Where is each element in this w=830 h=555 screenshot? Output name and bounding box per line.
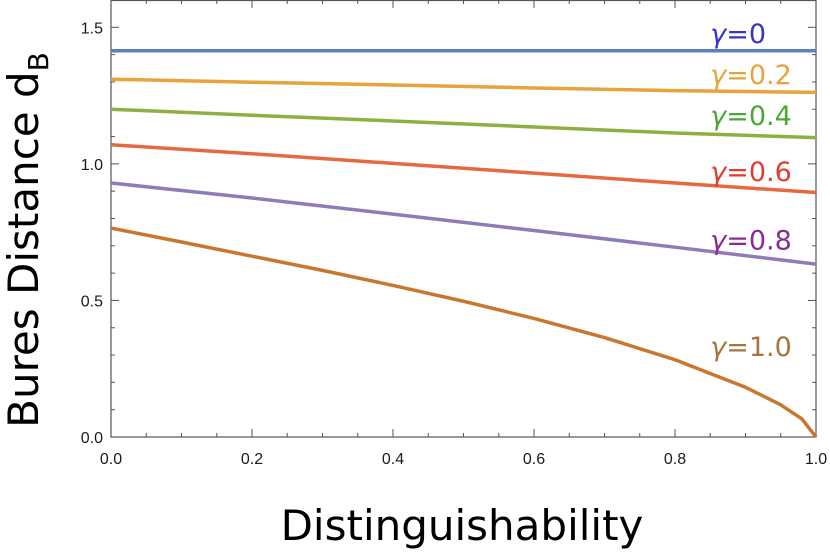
x-axis-title: Distinguishability <box>281 501 644 550</box>
y-tick-label: 0.0 <box>81 430 103 447</box>
x-tick-label: 0.0 <box>100 451 122 468</box>
x-tick-label: 1.0 <box>805 451 827 468</box>
series-label-gamma: γ <box>710 332 728 363</box>
y-tick-label: 1.5 <box>81 20 103 37</box>
series-line-4 <box>110 181 817 266</box>
series-label-5: γ=1.0 <box>710 332 792 363</box>
x-tick-label: 0.4 <box>382 451 404 468</box>
series-label-1: γ=0.2 <box>710 60 792 91</box>
series-line-2 <box>110 107 817 140</box>
series-label-gamma: γ <box>710 60 728 91</box>
series-label-value: =0.8 <box>726 225 792 256</box>
y-axis-title-subscript: B <box>22 52 55 71</box>
x-tick-label: 0.8 <box>664 451 686 468</box>
series-line-1 <box>110 77 817 95</box>
series-label-value: =0 <box>726 19 766 50</box>
y-axis-title: Bures Distance dB <box>0 52 55 428</box>
series-label-gamma: γ <box>710 225 728 256</box>
series-label-value: =0.4 <box>726 101 792 132</box>
x-tick-label: 0.2 <box>241 451 263 468</box>
series-label-3: γ=0.6 <box>710 157 792 188</box>
series-label-value: =0.6 <box>726 157 792 188</box>
series-line-5 <box>110 226 818 439</box>
series-label-gamma: γ <box>710 19 728 50</box>
x-tick-label: 0.6 <box>523 451 545 468</box>
series-label-0: γ=0 <box>710 19 766 50</box>
y-axis-title-main: Bures Distance d <box>0 71 48 428</box>
y-tick-label: 1.0 <box>81 157 103 174</box>
series-line-3 <box>110 143 817 195</box>
series-label-4: γ=0.8 <box>710 225 792 256</box>
series-label-gamma: γ <box>710 101 728 132</box>
series-label-value: =0.2 <box>726 60 792 91</box>
series-label-2: γ=0.4 <box>710 101 792 132</box>
series-label-gamma: γ <box>710 157 728 188</box>
y-tick-label: 0.5 <box>81 293 103 310</box>
series-label-value: =1.0 <box>726 332 792 363</box>
